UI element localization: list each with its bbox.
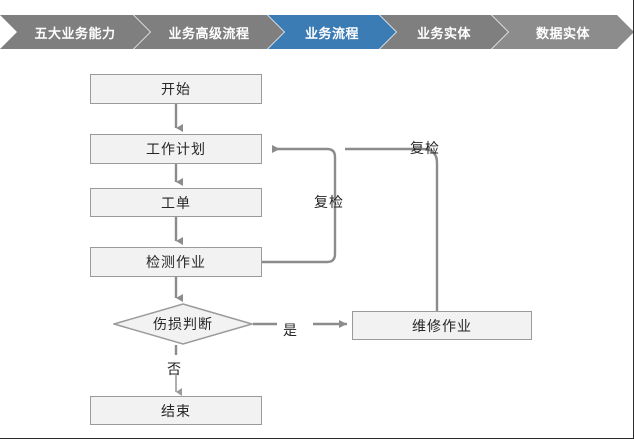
breadcrumb-label-2: 业务流程: [304, 26, 359, 42]
diamond-shape-icon: [113, 303, 253, 345]
flow-node-end[interactable]: 结束: [90, 396, 262, 425]
breadcrumb: 五大业务能力 业务高级流程 业务流程 业务实体 数据实体: [0, 15, 634, 49]
breadcrumb-label-3: 业务实体: [416, 26, 471, 42]
flow-node-inspection-label: 检测作业: [146, 255, 206, 271]
flow-node-repair[interactable]: 维修作业: [352, 311, 532, 340]
edge-recheck-from-repair: [345, 147, 439, 311]
breadcrumb-label-4: 数据实体: [535, 26, 590, 42]
flow-node-damage-decision-label: 伤损判断: [153, 317, 213, 333]
edge-label-yes: 是: [283, 323, 298, 339]
flow-node-damage-decision[interactable]: 伤损判断: [113, 303, 253, 345]
flow-node-work-order[interactable]: 工单: [90, 188, 262, 217]
breadcrumb-item-1[interactable]: 业务高级流程: [134, 15, 284, 49]
breadcrumb-item-0[interactable]: 五大业务能力: [0, 15, 150, 49]
flow-node-work-plan-label: 工作计划: [146, 142, 206, 158]
flow-node-repair-label: 维修作业: [412, 318, 472, 335]
edge-label-recheck-top: 复检: [410, 141, 440, 157]
breadcrumb-item-2-active[interactable]: 业务流程: [268, 15, 396, 49]
edge-label-no: 否: [167, 362, 182, 378]
flow-node-work-plan[interactable]: 工作计划: [90, 134, 262, 164]
flow-node-inspection[interactable]: 检测作业: [90, 247, 262, 277]
flow-node-start[interactable]: 开始: [90, 74, 262, 104]
flow-node-start-label: 开始: [161, 82, 191, 98]
breadcrumb-label-1: 业务高级流程: [168, 26, 250, 42]
flow-node-work-order-label: 工单: [161, 195, 191, 212]
flow-node-end-label: 结束: [161, 403, 191, 420]
breadcrumb-label-0: 五大业务能力: [34, 26, 116, 42]
breadcrumb-item-4[interactable]: 数据实体: [492, 15, 634, 49]
breadcrumb-item-3[interactable]: 业务实体: [380, 15, 508, 49]
edge-label-recheck-middle: 复检: [314, 195, 344, 211]
